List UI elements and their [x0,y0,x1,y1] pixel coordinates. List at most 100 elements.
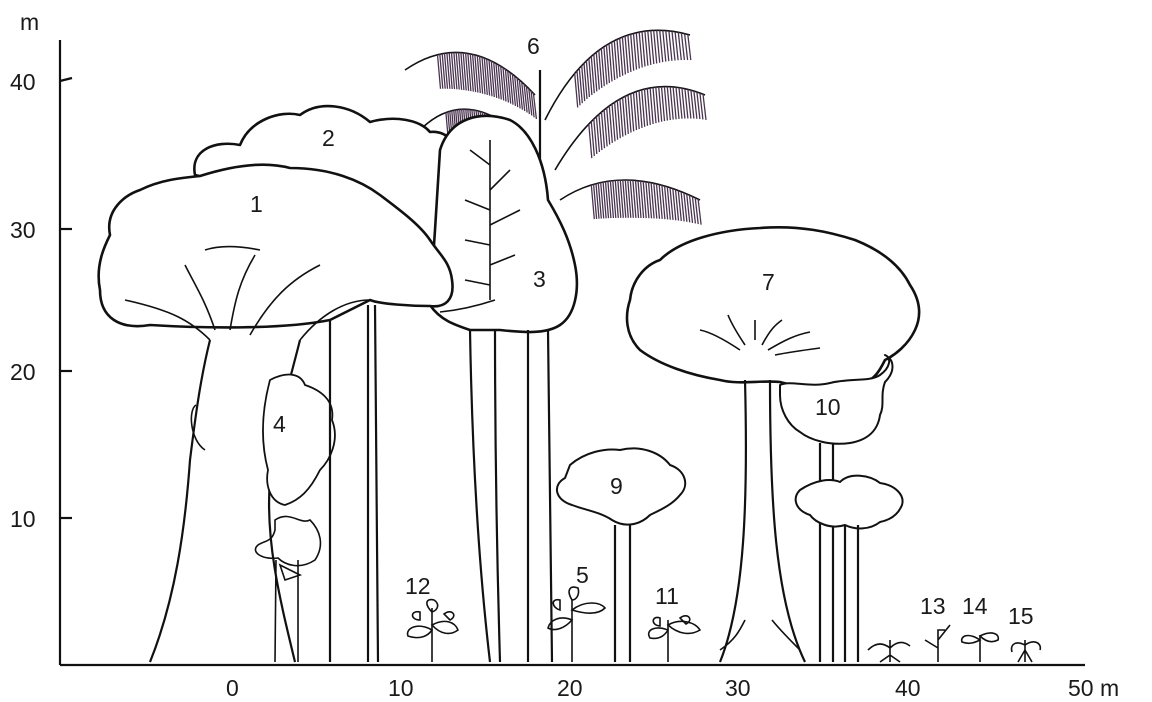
palm-leaflet [642,90,645,127]
tree-9-trunk [615,525,630,662]
palm-leaflet [682,88,685,119]
palm-leaflet [688,34,691,60]
x-tick-label-30: 30 [725,675,751,701]
palm-leaflet [669,31,672,61]
palm-leaflet [657,30,660,62]
palm-leaflet [679,88,682,119]
tree-label-12: 12 [405,573,431,599]
tree-7-crown [627,227,919,388]
axes: m 10 20 30 40 0 10 20 30 40 50 m [10,9,1119,701]
tree-8-trunk [845,525,858,662]
palm-leaflet [675,32,678,60]
palm-leaflet [663,31,666,62]
x-tick-label-20: 20 [557,675,583,701]
palm-leaflet [694,91,697,119]
x-tick-label-0: 0 [226,675,239,701]
tree-label-11: 11 [655,583,679,609]
palm-leaflet [660,30,663,62]
palm-leaflet [670,87,673,120]
tree-label-2: 2 [322,125,335,151]
y-tick-40 [60,78,72,81]
palm-leaflet [700,93,703,119]
x-tick-label-40: 40 [895,675,921,701]
palm-leaflet [639,32,642,67]
palm-leaflet [620,38,623,75]
palm-leaflet [604,110,607,147]
tree-label-1: 1 [250,191,263,217]
tree-3-crown [430,116,577,332]
x-axis-unit: 50 m [1068,675,1119,701]
palm-leaflet [617,39,620,77]
palm-leaflet [636,92,639,130]
palm-leaflet [642,32,645,67]
palm-leaflet [648,31,651,65]
seedling-14 [962,633,999,662]
palm-leaflet [673,87,676,119]
palm-leaflet [628,35,631,72]
sapling-11 [649,616,700,662]
palm-leaflet [664,87,667,121]
tree-label-3: 3 [533,266,546,292]
palm-leaflet [653,87,656,123]
tree-label-15: 15 [1008,603,1034,629]
x-tick-label-10: 10 [388,675,414,701]
palm-leaflet [685,34,688,60]
tree-label-6: 6 [527,33,540,59]
palm-leaflet [672,31,675,60]
y-tick-label-40: 40 [10,69,36,95]
palm-leaflet [623,98,626,136]
tree-label-7: 7 [762,269,775,295]
y-tick-label-20: 20 [10,359,36,385]
palm-leaflet [703,94,706,120]
palm-leaflet [685,89,688,119]
palm-leaflet [634,33,637,69]
palm-leaflet [667,87,670,121]
sapling-5 [548,587,605,662]
tree-label-5: 5 [576,562,589,588]
palm-leaflet [647,88,650,125]
tree-10-trunk [820,443,833,662]
palm-leaflet [676,87,679,119]
palm-leaflet [602,112,605,148]
tree-label-14: 14 [962,593,988,619]
palm-leaflet [662,87,665,122]
palm-leaflet [639,91,642,128]
palm-leaflet [651,31,654,65]
tree-label-9: 9 [610,473,623,499]
tall-trunks [330,305,552,662]
palm-leaflet [645,89,648,126]
palm-leaflet [666,31,669,62]
tree-label-13: 13 [920,593,946,619]
palm-leaflet [625,96,628,134]
palm-leaflet [631,94,634,132]
palm-leaflet [659,87,662,122]
palm-leaflet [634,93,637,131]
y-tick-label-10: 10 [10,506,36,532]
palm-leaflet [625,36,628,73]
tree-8-crown [796,476,903,529]
tree-4-foliage [255,516,320,662]
seedling-unlabeled [868,640,910,662]
palm-leaflet [654,31,657,64]
y-tick-label-30: 30 [10,217,36,243]
tree-label-10: 10 [815,394,841,420]
palm-leaflet [698,199,701,225]
palm-leaflet [636,33,639,69]
palm-leaflet [650,88,653,124]
palm-leaflet [688,89,691,118]
tree-label-4: 4 [273,411,286,437]
seedling-15 [1012,640,1041,662]
palm-leaflet [622,37,625,74]
palm-leaflet [631,34,634,70]
y-axis-unit: m [20,9,39,35]
seedling-13 [925,625,950,662]
palm-leaflet [691,90,694,119]
palm-leaflet [678,32,681,60]
palm-leaflet [628,95,631,133]
palm-leaflet [681,33,684,60]
sapling-12 [408,600,458,662]
palm-leaflet [645,31,648,65]
palm-leaflet [697,92,700,119]
tree-4-crown [263,375,335,505]
